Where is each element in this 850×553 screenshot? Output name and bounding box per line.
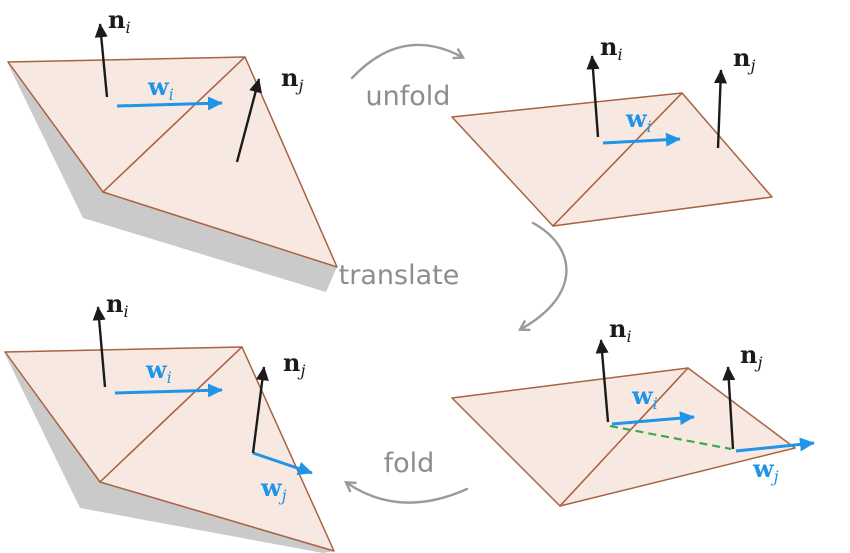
label-n-j: nj	[283, 348, 305, 380]
label-w-i: wi	[147, 72, 174, 104]
normal-vector-nj	[235, 78, 262, 163]
label-w-i: wi	[145, 355, 172, 387]
step-translate: translate	[339, 221, 568, 332]
tangent-vector-wi	[116, 96, 223, 111]
normal-vector-ni	[94, 23, 109, 98]
normal-vector-nj	[722, 366, 736, 450]
panel-folded-start: ni wi nj	[7, 5, 338, 292]
triangle-j	[99, 346, 335, 552]
translate-label: translate	[339, 260, 460, 291]
fold-arrow	[344, 481, 469, 504]
unfold-label: unfold	[366, 81, 451, 112]
label-n-i: ni	[609, 314, 632, 346]
normal-vector-nj	[251, 366, 269, 454]
label-n-i: ni	[106, 289, 129, 321]
mesh-shadow	[8, 64, 337, 292]
panel-translated: ni nj wi wj	[451, 314, 815, 507]
label-w-j: wj	[260, 473, 287, 505]
tangent-vector-wj	[252, 451, 313, 476]
normal-vector-ni	[595, 339, 610, 423]
translate-arrow	[517, 221, 568, 332]
mesh-shadow	[5, 354, 334, 553]
triangle-j	[102, 56, 338, 268]
normal-vector-ni	[586, 55, 600, 138]
normal-vector-nj	[713, 69, 728, 149]
step-fold: fold	[344, 448, 469, 504]
unfold-arrow	[350, 43, 466, 80]
step-unfold: unfold	[350, 43, 466, 112]
label-n-j: nj	[740, 340, 762, 372]
tangent-vector-wi	[602, 132, 681, 147]
triangle-j	[559, 367, 796, 507]
panel-folded-result: ni wi nj wj	[4, 289, 335, 553]
panel-unfolded: ni nj wi	[451, 32, 773, 227]
label-n-j: nj	[733, 43, 755, 75]
label-n-i: ni	[108, 5, 131, 37]
label-w-i: wi	[625, 104, 652, 136]
normal-vector-ni	[92, 306, 107, 388]
label-w-i: wi	[631, 381, 658, 413]
label-n-j: nj	[281, 63, 303, 95]
fold-label: fold	[384, 448, 435, 479]
triangle-j	[552, 92, 773, 227]
label-n-i: ni	[600, 32, 623, 64]
label-w-j: wj	[752, 454, 779, 486]
tangent-vector-wj	[735, 437, 815, 453]
tangent-vector-wi	[611, 411, 695, 426]
translation-dashed-line	[609, 424, 732, 451]
tangent-vector-wi	[114, 383, 223, 398]
